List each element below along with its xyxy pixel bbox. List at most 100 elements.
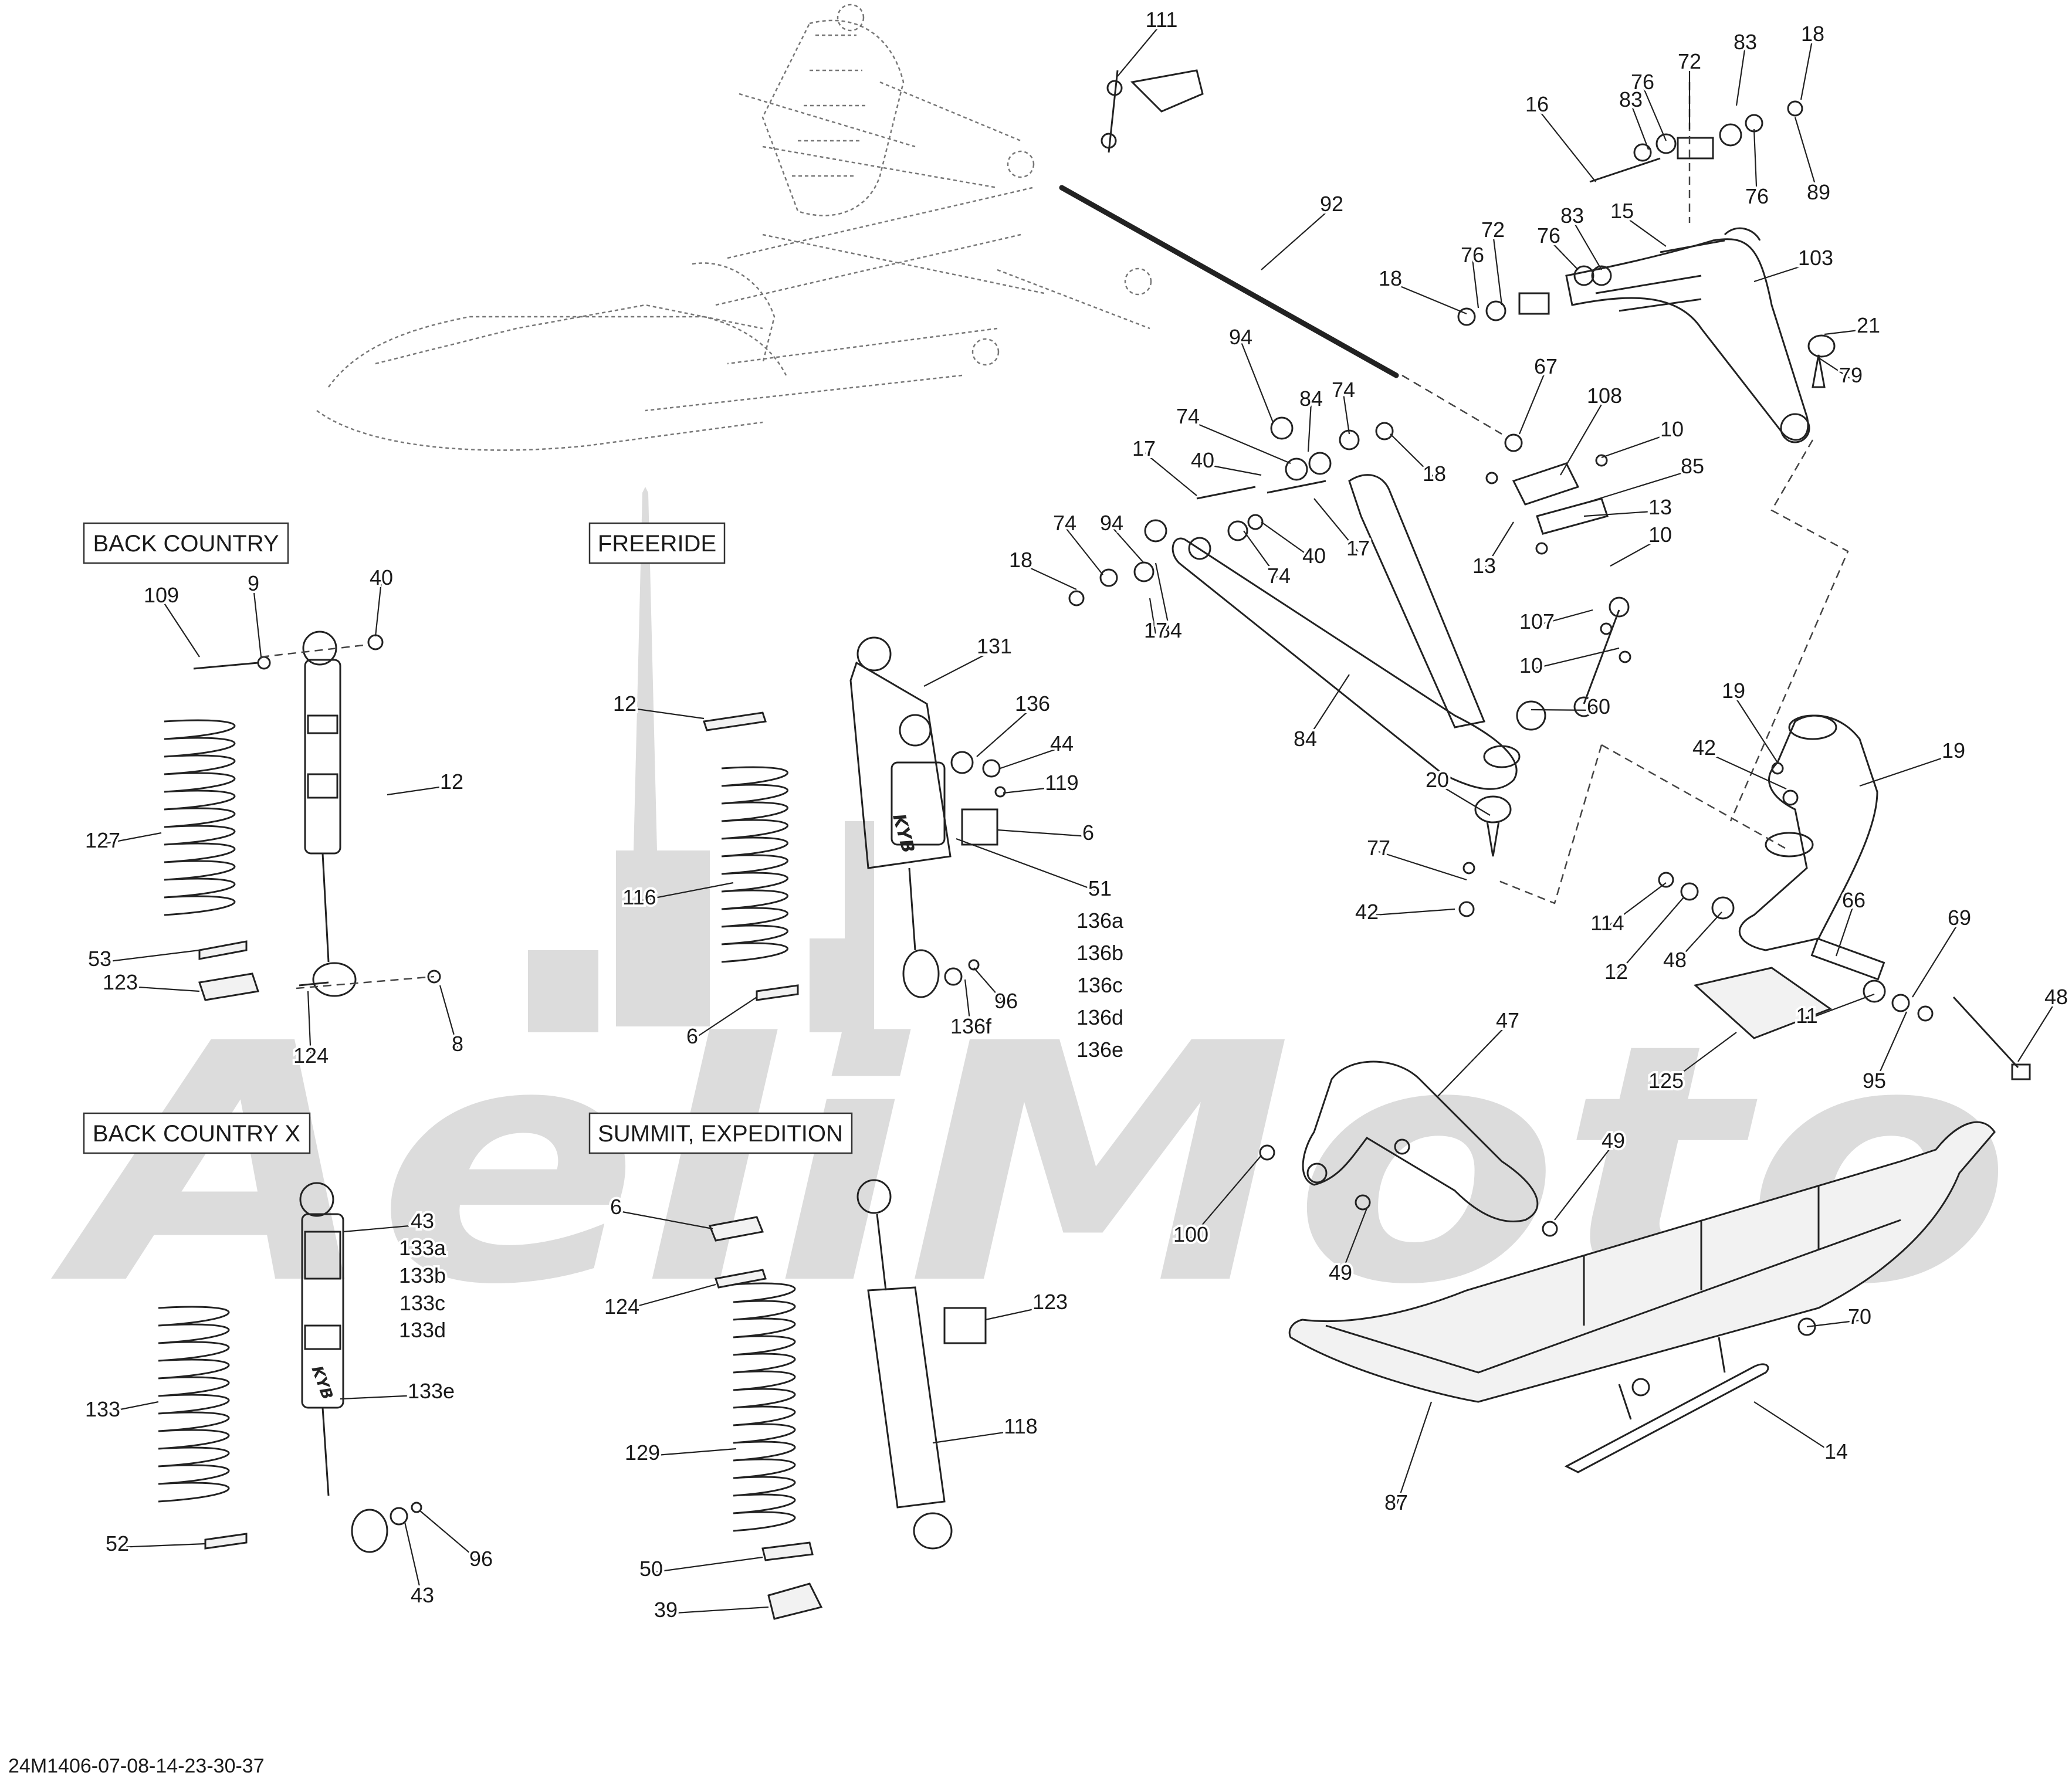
callout-label: 40: [370, 565, 393, 589]
section-label-text: BACK COUNTRY X: [93, 1121, 300, 1147]
callout-label: 94: [1100, 511, 1123, 535]
callout-label: 103: [1798, 246, 1833, 270]
callout-label: 124: [604, 1294, 639, 1319]
part-shock-summit: [856, 1179, 987, 1550]
part-carbide-runner: [1564, 1337, 1769, 1473]
callout-leader: [1117, 23, 1162, 77]
callout-label: 40: [1302, 544, 1326, 568]
callout-leader: [1342, 393, 1350, 435]
callout-label: 18: [1423, 462, 1446, 486]
callout-label: 83: [1619, 87, 1643, 111]
callout-label: 43: [411, 1209, 434, 1233]
callout-leader: [1471, 258, 1479, 309]
callout-label: 92: [1320, 192, 1343, 216]
callout-leader: [1243, 530, 1279, 580]
callout-label: 74: [1267, 564, 1291, 588]
callout-leader: [1366, 908, 1455, 917]
callout-label: 109: [144, 583, 179, 607]
section-labels: BACK COUNTRY FREERIDE BACK COUNTRY X SUM…: [83, 522, 853, 1154]
callout-leader: [307, 991, 312, 1060]
part-sway-bar: [1059, 185, 1399, 378]
callout-leader: [1111, 526, 1145, 564]
callout-leader: [1704, 750, 1787, 790]
logo-kyb-bcx: KYB: [307, 1364, 336, 1402]
part-shock-back-country: [193, 631, 441, 997]
callout-label: 107: [1519, 609, 1555, 633]
callout-label: 83: [1734, 30, 1757, 54]
callout-label: 10: [1660, 417, 1684, 441]
part-shim-43-b: [204, 1533, 248, 1550]
callout-label: 43: [411, 1583, 434, 1607]
callout-leader: [1621, 214, 1667, 247]
callout-label: 44: [1050, 731, 1074, 755]
callout-leader: [1143, 452, 1197, 496]
callout-label: 17: [1346, 536, 1370, 560]
callout-label: 20: [1426, 768, 1449, 792]
callout-label: 13: [1648, 495, 1672, 519]
callout-leader: [161, 598, 200, 658]
callout-label: 40: [1302, 544, 1326, 568]
callout-label: 18: [1801, 22, 1824, 46]
callout-label: 133: [85, 1397, 120, 1421]
part-shim-39: [761, 1541, 814, 1561]
assembly-line-3: [1601, 744, 1790, 852]
callout-label: 50: [639, 1557, 663, 1581]
part-upper-a-arm: [1565, 227, 1810, 443]
callout-leader: [1518, 370, 1547, 435]
part-lower-a-arm: [1172, 474, 1521, 790]
part-sway-bar-link: [1101, 69, 1204, 153]
callout-label: 70: [1848, 1304, 1871, 1329]
callout-label: 76: [1537, 223, 1560, 248]
callout-leader: [1339, 1208, 1368, 1277]
part-stop-124-a: [198, 972, 259, 1001]
callout-leader: [102, 832, 162, 845]
callout-label: 129: [625, 1441, 660, 1465]
drawing-code: 24M1406-07-08-14-23-30-37: [8, 1755, 265, 1777]
callout-label: 49: [1329, 1260, 1352, 1285]
callout-leader: [964, 979, 972, 1031]
callout-label: 60: [1587, 694, 1610, 719]
callout-label: 8: [452, 1032, 463, 1056]
callout-leader: [1020, 563, 1077, 590]
callout-leader: [1155, 562, 1172, 635]
callout-label: 52: [106, 1531, 129, 1555]
callout-leader: [1484, 521, 1514, 570]
callout-label: 42: [1692, 736, 1716, 760]
callout-label: 96: [994, 989, 1018, 1013]
callout-leader: [1601, 432, 1673, 459]
callout-leader: [1003, 785, 1062, 794]
callout-leader: [1536, 107, 1596, 182]
callout-label: 21: [1857, 313, 1880, 337]
callout-leader: [1733, 694, 1778, 763]
part-shapes: KYB KYB: [158, 69, 2031, 1620]
callout-label: 77: [1367, 836, 1390, 860]
callout-leader: [1190, 1155, 1262, 1239]
part-spacer: [1810, 937, 1885, 981]
callout-label: 87: [1384, 1490, 1408, 1514]
callout-leader: [1261, 521, 1315, 560]
callout-leader: [343, 1224, 423, 1233]
callout-leader: [1302, 556, 1315, 561]
section-label-text: SUMMIT, EXPEDITION: [598, 1121, 843, 1147]
callout-label: 6: [686, 1024, 698, 1048]
callout-leader: [1818, 357, 1851, 379]
callout-leader: [1735, 45, 1746, 106]
callout-label: 111: [1146, 8, 1178, 32]
callout-label: 69: [1948, 906, 1971, 930]
callout-label: 76: [1745, 184, 1769, 208]
callout-label: 74: [1053, 511, 1076, 535]
callout-leader: [1187, 419, 1291, 465]
callout-leader: [1390, 433, 1435, 478]
callout-leader: [976, 707, 1033, 757]
part-shim-123-a: [198, 940, 248, 960]
callout-label: 13: [1472, 554, 1496, 578]
callout-label: 133c: [399, 1291, 445, 1315]
callout-label: 72: [1678, 49, 1701, 73]
callout-leader: [1607, 882, 1667, 927]
callout-label: 84: [1299, 387, 1323, 411]
part-shim-123-b: [715, 1269, 767, 1289]
callout-label: 118: [1004, 1414, 1037, 1438]
callout-leader: [985, 1304, 1051, 1321]
callout-leader: [923, 649, 995, 687]
